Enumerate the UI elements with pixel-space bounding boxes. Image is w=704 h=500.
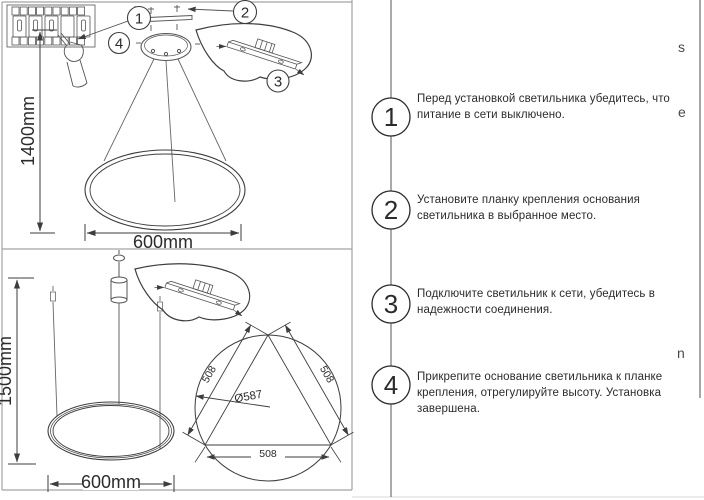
callout-circle-1 <box>126 5 152 31</box>
callout-number-3: 3 <box>274 74 282 91</box>
triangle-dim-left <box>187 324 252 436</box>
dim-label-600-top: 600mm <box>133 232 193 252</box>
balloon-callout-top <box>195 22 312 82</box>
step-number-4: 4 <box>384 370 398 400</box>
dim-label-600-bottom: 600mm <box>81 472 141 492</box>
dim-label-diameter: Ø587 <box>234 389 264 406</box>
bracket-detail-top <box>216 38 305 76</box>
dim-1400 <box>30 29 57 234</box>
step-2-text: Установите планку крепления основания св… <box>417 194 640 222</box>
step-number-2: 2 <box>384 195 398 225</box>
step-number-1: 1 <box>384 102 398 132</box>
hand-drawing <box>57 32 88 88</box>
step-circle-2 <box>371 190 411 230</box>
callout-circle-3 <box>266 69 290 93</box>
callout-circles-top: 1 2 4 3 <box>107 0 290 93</box>
dim-600-top <box>84 224 242 241</box>
step-number-3: 3 <box>384 289 398 319</box>
suspension-cords-bottom <box>50 286 163 449</box>
balloon-callout-bottom <box>134 263 251 322</box>
dim-label-1500: 1500mm <box>0 336 15 406</box>
dim-1500 <box>8 277 36 465</box>
step-4-text: Прикрепите основание светильника к планк… <box>417 371 663 415</box>
ring-top-drawing <box>84 149 246 231</box>
edge-letter-e: e <box>678 104 686 120</box>
dim-label-1400: 1400mm <box>18 96 38 166</box>
callout-circle-2 <box>232 0 258 25</box>
triangle-dim-right <box>284 324 349 436</box>
step-1-text: Перед установкой светильника убедитесь, … <box>417 93 670 121</box>
dim-label-508-left: 508 <box>200 364 219 385</box>
step-circle-4 <box>371 365 411 405</box>
step-circle-3 <box>371 284 411 324</box>
step-circles: 1 2 3 4 <box>371 97 411 405</box>
pendant-bottom-drawing <box>110 250 128 404</box>
suspension-cords-top <box>103 58 227 203</box>
mount-circle-diagram <box>182 321 354 482</box>
callout-circle-4 <box>107 31 131 55</box>
diameter-leader <box>195 394 271 408</box>
edge-letter-s: s <box>678 39 685 55</box>
callout-number-4: 4 <box>115 36 123 53</box>
step-3-text: Подключите светильник к сети, убедитесь … <box>417 288 656 316</box>
callout-leaders-top <box>77 6 234 45</box>
bracket-detail-bottom <box>154 279 243 317</box>
step-circle-1 <box>371 97 411 137</box>
ring-bottom-drawing <box>47 401 175 461</box>
dim-label-508-bottom: 508 <box>259 448 277 460</box>
callout-number-1: 1 <box>135 11 143 28</box>
callout-number-2: 2 <box>241 5 249 22</box>
edge-letter-n: n <box>677 345 685 361</box>
dim-label-508-right: 508 <box>317 364 336 385</box>
breaker-panel-drawing <box>6 4 96 48</box>
canopy-drawing <box>140 33 192 61</box>
